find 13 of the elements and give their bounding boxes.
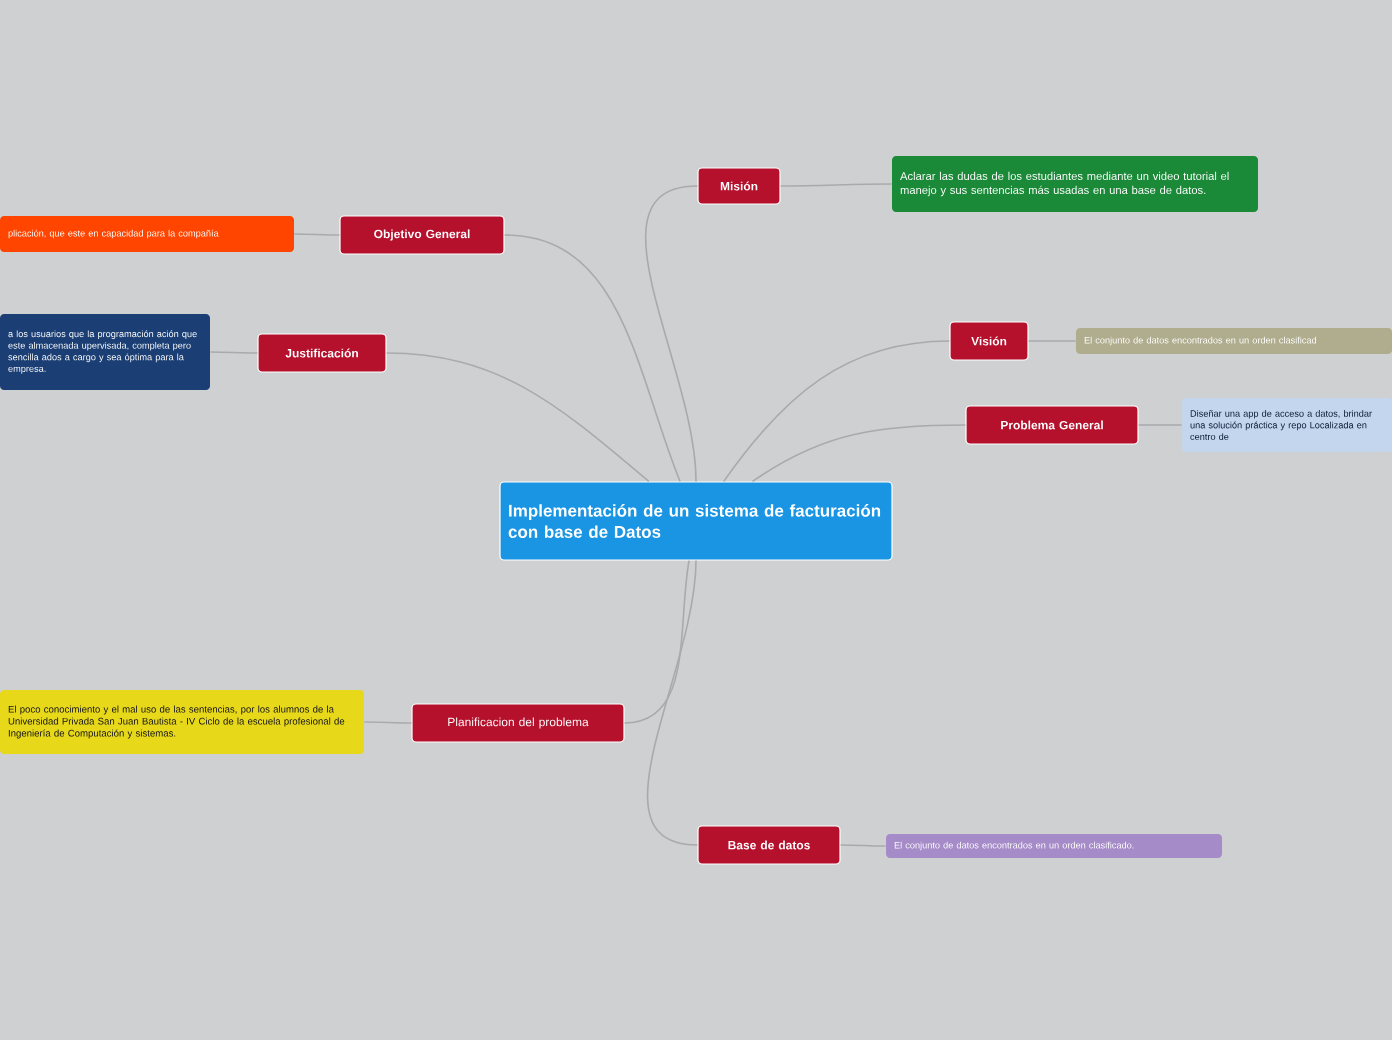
connector-line xyxy=(209,351,259,354)
connector-line xyxy=(646,559,699,846)
central-topic-box: Implementación de un sistema de facturación con base de Datos xyxy=(499,481,893,561)
connector-line xyxy=(644,185,699,483)
connector-line xyxy=(779,183,893,187)
connector-line xyxy=(363,721,413,724)
connector-line xyxy=(385,352,650,483)
connector-line xyxy=(503,234,681,483)
connector-line xyxy=(839,844,887,847)
connector-line xyxy=(623,559,690,724)
connector-line xyxy=(722,340,951,483)
connector-line xyxy=(293,233,341,236)
connector-line xyxy=(751,424,967,483)
